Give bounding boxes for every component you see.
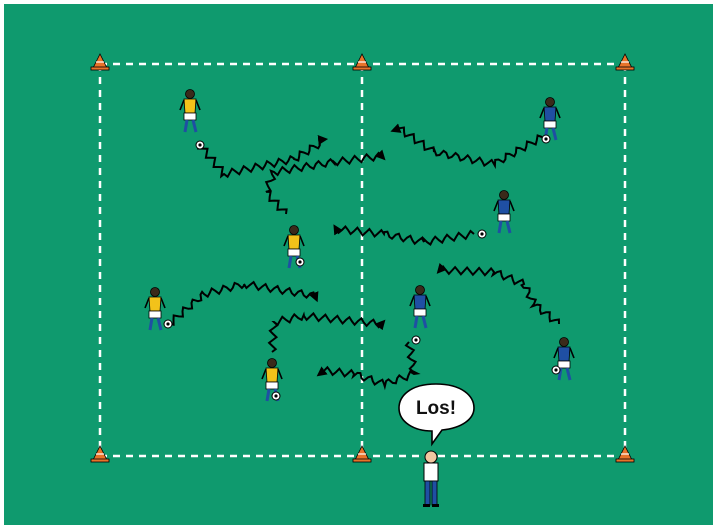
ball-icon bbox=[296, 258, 304, 266]
ball-icon bbox=[272, 392, 280, 400]
ball-icon bbox=[542, 135, 550, 143]
ball-icon bbox=[196, 141, 204, 149]
pitch-background bbox=[4, 4, 713, 525]
ball-icon bbox=[552, 366, 560, 374]
ball-icon bbox=[478, 230, 486, 238]
ball-icon bbox=[412, 336, 420, 344]
ball-icon bbox=[164, 320, 172, 328]
coach-icon bbox=[425, 451, 437, 463]
coach-speech: Los! bbox=[416, 398, 456, 419]
pitch: Los! bbox=[4, 4, 713, 525]
